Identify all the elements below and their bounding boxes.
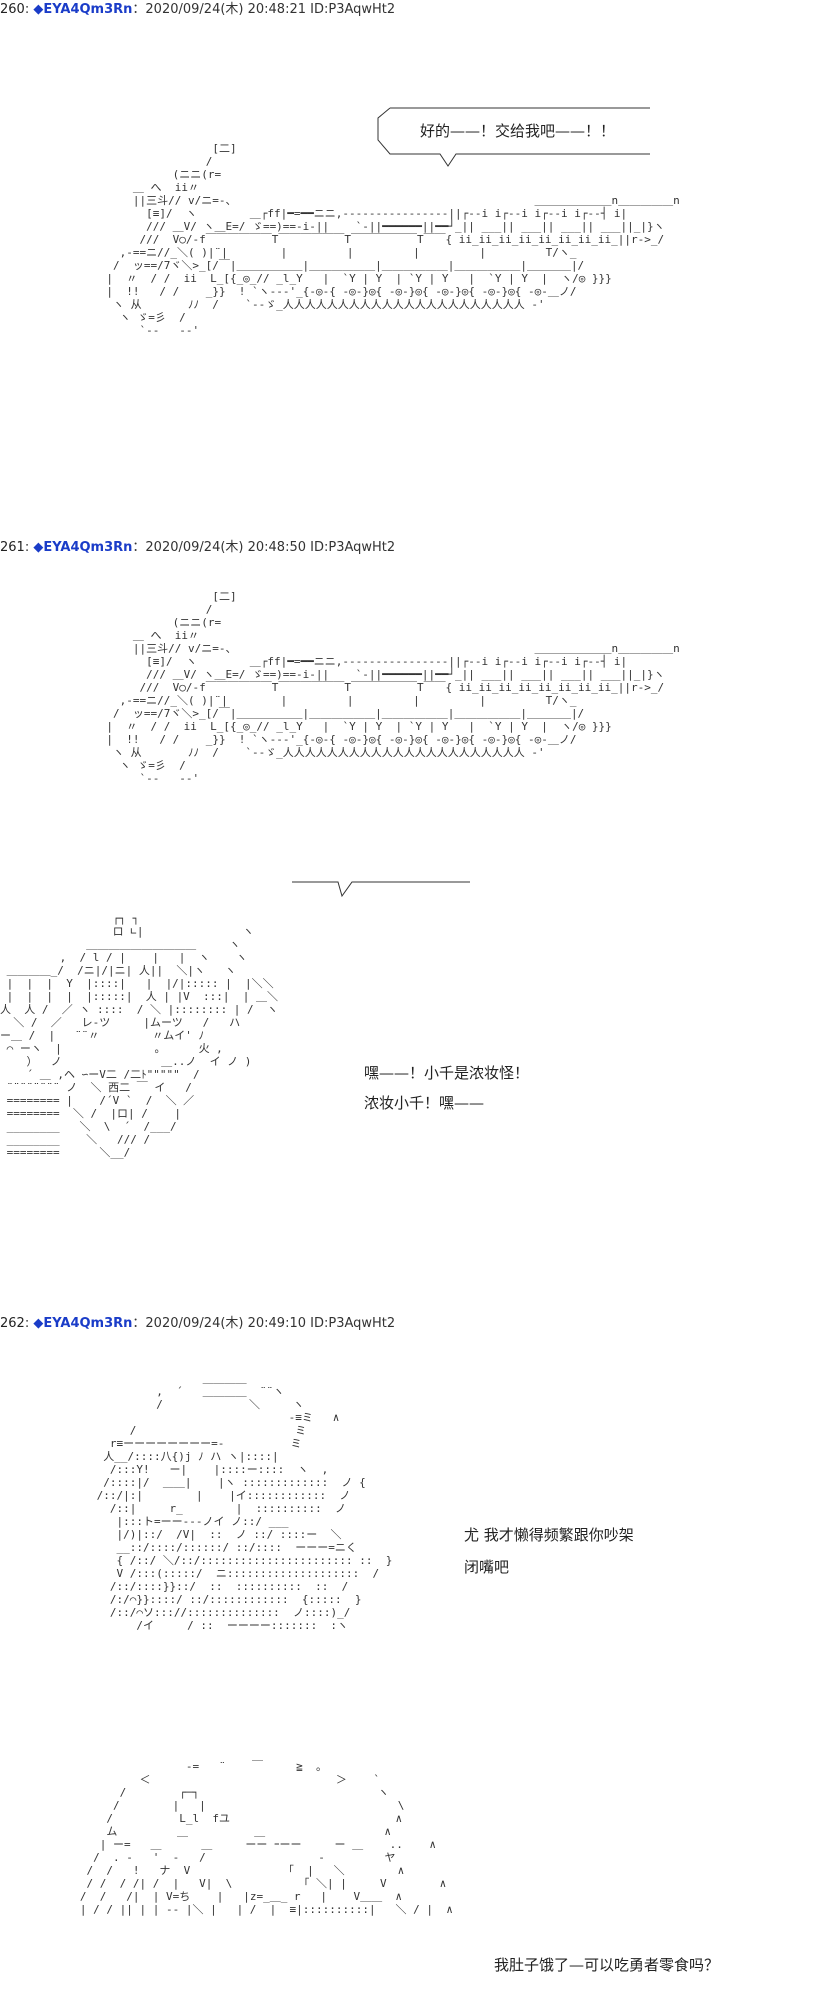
dialogue-line: 尤 我才懒得频繁跟你吵架 — [464, 1526, 634, 1544]
tank-ascii-art: [二] / (ニニ(r= ＿ へ ii〃 ||三斗// v/ニ=-、 ＿＿＿＿＿… — [106, 142, 680, 337]
speech-bubble — [377, 107, 650, 167]
post-header-262: 262: ◆EYA4Qm3Rn：2020/09/24(木) 20:49:10 I… — [0, 1316, 396, 1331]
post-header-260: 260: ◆EYA4Qm3Rn：2020/09/24(木) 20:48:21 I… — [0, 2, 396, 17]
poster-name[interactable]: ◆EYA4Qm3Rn — [33, 540, 133, 555]
tank-ascii-art: [二] / (ニニ(r= ＿ へ ii〃 ||三斗// v/ニ=-、 ＿＿＿＿＿… — [106, 590, 680, 785]
dialogue-line: 嘿——！小千是浓妆怪！ — [364, 1064, 530, 1082]
character-ascii-art: -= ¨ ￣ ≧ 。 ＜ ＞ ` / ┌─┐ ヽ / | | \ / L_l f… — [79, 1760, 453, 1916]
character-ascii-art: ＿＿＿＿ , ´ ＿＿＿＿ ¨¨ヽ / ＼ ヽ -≡ミ ∧ / ミ r≡ーーーー… — [96, 1372, 393, 1632]
dialogue-line: 浓妆小千！嘿—— — [364, 1094, 485, 1112]
character-ascii-art: ┌┐ ┐ ロ ∟| ヽ ＿＿＿＿＿＿＿＿＿＿ ヽ , / l / | | | ヽ… — [0, 912, 279, 1159]
post-meta: ：2020/09/24(木) 20:49:10 ID:P3AqwHt2 — [132, 1316, 396, 1331]
post-header-261: 261: ◆EYA4Qm3Rn：2020/09/24(木) 20:48:50 I… — [0, 540, 396, 555]
post-meta: ：2020/09/24(木) 20:48:50 ID:P3AqwHt2 — [132, 540, 396, 555]
dialogue-line: 闭嘴吧 — [464, 1558, 510, 1576]
dialogue-line: 好的——！交给我吧——！！ — [420, 122, 616, 140]
dialogue-line: 我肚子饿了—可以吃勇者零食吗？ — [494, 1956, 720, 1974]
post-number[interactable]: 261 — [0, 540, 25, 555]
post-number[interactable]: 260 — [0, 2, 25, 17]
speech-bubble-tail — [292, 881, 470, 898]
post-meta: ：2020/09/24(木) 20:48:21 ID:P3AqwHt2 — [132, 2, 396, 17]
poster-name[interactable]: ◆EYA4Qm3Rn — [33, 1316, 133, 1331]
poster-name[interactable]: ◆EYA4Qm3Rn — [33, 2, 133, 17]
post-number[interactable]: 262 — [0, 1316, 25, 1331]
